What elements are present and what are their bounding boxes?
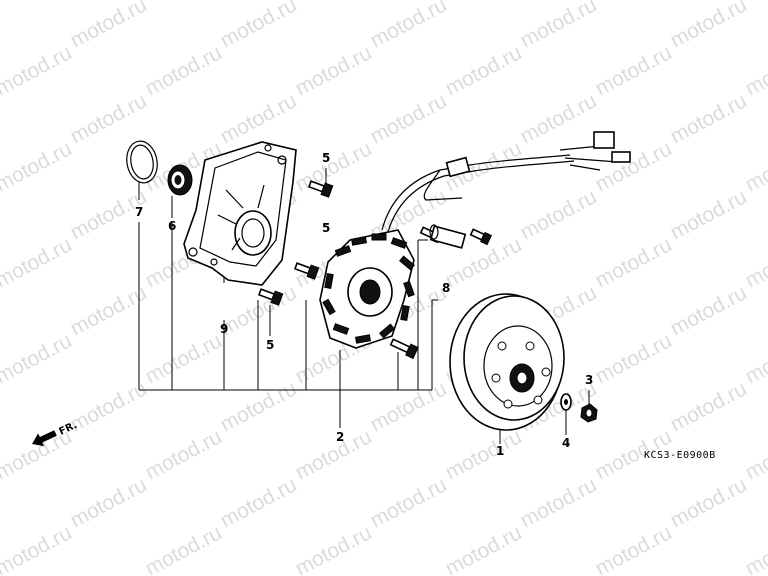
watermark-text: motod.ru <box>142 41 226 100</box>
watermark-text: motod.ru <box>67 281 151 340</box>
watermark-text: motod.ru <box>67 473 151 532</box>
watermark-text: motod.ru <box>667 281 751 340</box>
callout-5-mid: 5 <box>322 221 330 235</box>
watermark-text: motod.ru <box>367 89 451 148</box>
watermark-text: motod.ru <box>367 0 451 52</box>
watermark-text: motod.ru <box>0 329 76 388</box>
callout-9: 9 <box>220 322 228 336</box>
watermark-text: motod.ru <box>217 281 301 340</box>
leader-lines <box>138 168 590 444</box>
watermark-text: motod.ru <box>517 0 601 52</box>
watermark-text: motod.ru <box>67 377 151 436</box>
watermark-text: motod.ru <box>142 329 226 388</box>
watermark-text: motod.ru <box>442 41 526 100</box>
watermark-text: motod.ru <box>442 521 526 576</box>
watermark-text: motod.ru <box>142 0 226 4</box>
watermark-text: motod.ru <box>67 0 151 52</box>
callout-4: 4 <box>562 436 570 450</box>
watermark-text: motod.ru <box>0 0 1 52</box>
stator-part <box>319 131 631 349</box>
callout-5-top: 5 <box>322 151 330 165</box>
watermark-text: motod.ru <box>217 89 301 148</box>
watermark-text: motod.ru <box>742 425 768 484</box>
watermark-text: motod.ru <box>742 233 768 292</box>
watermark-text: motod.ru <box>517 185 601 244</box>
o-ring-part <box>126 140 158 184</box>
watermark-text: motod.ru <box>217 377 301 436</box>
oil-seal-part <box>167 164 193 196</box>
diagram-code: KCS3-E0900B <box>644 450 716 461</box>
watermark-text: motod.ru <box>667 0 751 52</box>
watermark-text: motod.ru <box>292 0 376 4</box>
watermark-text: motod.ru <box>0 233 76 292</box>
watermark-text: motod.ru <box>667 473 751 532</box>
watermark-text: motod.ru <box>667 89 751 148</box>
callout-2: 2 <box>336 430 344 444</box>
watermark-text: motod.ru <box>592 233 676 292</box>
watermark-text: motod.ru <box>742 329 768 388</box>
watermark-text: motod.ru <box>742 0 768 4</box>
generator-cover-part <box>183 141 297 286</box>
watermark-text: motod.ru <box>367 377 451 436</box>
callout-labels: 1 2 3 4 5 5 5 6 7 8 9 <box>135 151 593 458</box>
watermark-text: motod.ru <box>292 41 376 100</box>
callout-8: 8 <box>442 281 450 295</box>
watermark-text: motod.ru <box>592 329 676 388</box>
callout-1: 1 <box>496 444 504 458</box>
callout-5-bottom: 5 <box>266 338 274 352</box>
watermark-text: motod.ru <box>592 521 676 576</box>
watermark-text: motod.ru <box>0 521 76 576</box>
flywheel-part <box>449 293 565 431</box>
watermark-text: motod.ru <box>292 521 376 576</box>
watermark-text: motod.ru <box>67 89 151 148</box>
watermark-text: motod.ru <box>517 89 601 148</box>
watermark-text: motod.ru <box>592 41 676 100</box>
watermark-text: motod.ru <box>367 473 451 532</box>
watermark-text: motod.ru <box>292 137 376 196</box>
watermark-text: motod.ru <box>742 521 768 576</box>
watermark-text: motod.ru <box>0 137 76 196</box>
watermark-text: motod.ru <box>217 0 301 52</box>
watermark-text: motod.ru <box>442 0 526 4</box>
watermark-text: motod.ru <box>442 425 526 484</box>
callout-3: 3 <box>585 373 593 387</box>
watermark-text: motod.ru <box>0 41 76 100</box>
pulse-generator-part <box>429 224 467 249</box>
watermark-text: motod.ru <box>742 137 768 196</box>
watermark-text: motod.ru <box>667 185 751 244</box>
callout-6: 6 <box>168 219 176 233</box>
nut-part <box>580 403 598 423</box>
watermark-text: motod.ru <box>742 41 768 100</box>
callout-7: 7 <box>135 205 143 219</box>
watermark-text: motod.ru <box>292 425 376 484</box>
washer-part <box>560 393 572 411</box>
watermark-text: motod.ru <box>592 0 676 4</box>
watermark-text: motod.ru <box>142 425 226 484</box>
watermark-text: motod.ru <box>517 473 601 532</box>
watermark-text: motod.ru <box>217 473 301 532</box>
watermark-text: motod.ru <box>142 521 226 576</box>
watermark-text: motod.ru <box>0 0 76 4</box>
watermark-text: motod.ru <box>667 377 751 436</box>
